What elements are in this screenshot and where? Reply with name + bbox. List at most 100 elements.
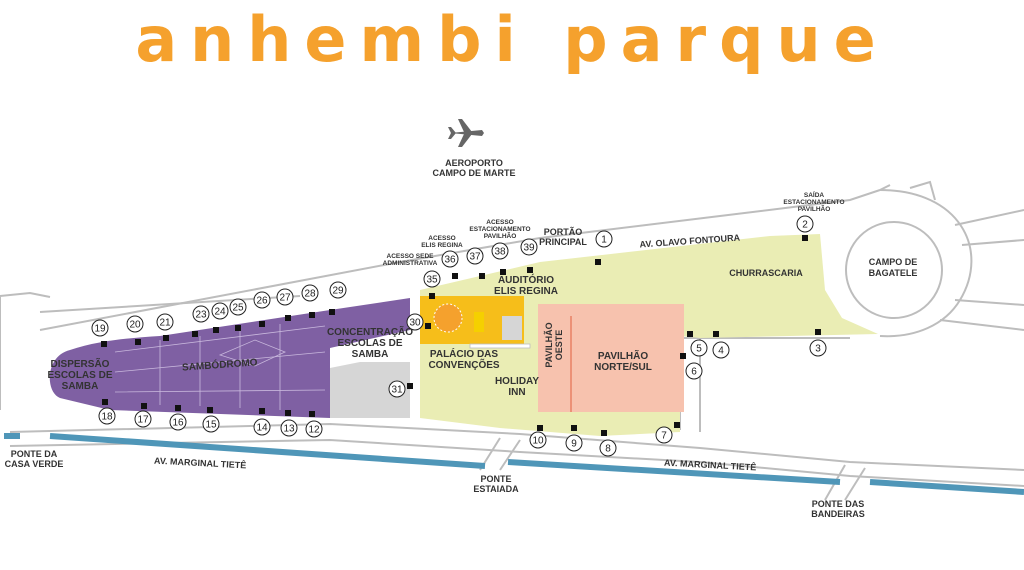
- gate-18-circle: [98, 407, 116, 425]
- river-segment-3: [507, 459, 841, 485]
- gate-10-circle: [529, 431, 547, 449]
- gate-9-circle: [565, 434, 583, 452]
- gate-30: 30: [406, 313, 431, 331]
- gate-21-circle: [156, 313, 174, 331]
- gate-12-circle: [305, 420, 323, 438]
- gate-29-number: 29: [332, 286, 344, 297]
- dispersao-label-line: DISPERSÃO: [51, 357, 110, 370]
- gate-7-square: [674, 422, 680, 428]
- gate-21-number: 21: [159, 318, 171, 329]
- gate-20-square: [135, 339, 141, 345]
- acesso-estacionamento-label-line: ESTACIONAMENTO: [469, 226, 530, 233]
- ponte-casa-verde-label-line: PONTE DA: [11, 449, 58, 459]
- gate-35-circle: [423, 270, 441, 288]
- acesso-estacionamento-label-line: PAVILHÃO: [484, 231, 517, 240]
- airport-label-line: AEROPORTO: [445, 158, 503, 168]
- pavilhao-oeste-label: PAVILHÃOOESTE: [544, 322, 564, 367]
- gate-35-square: [429, 293, 435, 299]
- gate-38: 38: [491, 242, 509, 275]
- gate-4: 4: [712, 331, 730, 359]
- marginal-tiete-label-2: AV. MARGINAL TIETÊ: [664, 457, 757, 473]
- roundabout-se-road-b: [939, 319, 1024, 331]
- airport-label-line: CAMPO DE MARTE: [433, 168, 516, 178]
- ponte-estaiada-label-line: ESTAIADA: [473, 484, 519, 494]
- ponte-estaiada-label-line: PONTE: [480, 474, 511, 484]
- gate-23-number: 23: [195, 310, 207, 321]
- gate-24-number: 24: [214, 307, 226, 318]
- gate-26: 26: [253, 291, 271, 327]
- gate-27: 27: [276, 288, 294, 321]
- gate-28-circle: [301, 284, 319, 302]
- roundabout: [845, 180, 1024, 338]
- gate-5-number: 5: [696, 344, 702, 355]
- pavilhao-norte-label-line: PAVILHÃO: [598, 349, 648, 362]
- roundabout-ne-road: [909, 180, 936, 201]
- gate-19: 19: [91, 319, 109, 347]
- gate-29-circle: [329, 281, 347, 299]
- gate-1-square: [595, 259, 601, 265]
- gate-4-circle: [712, 341, 730, 359]
- gate-23-circle: [192, 305, 210, 323]
- palacio-dome: [433, 303, 463, 333]
- gate-36-circle: [441, 250, 459, 268]
- gate-15-circle: [202, 415, 220, 433]
- pavilhao-oeste-area: [538, 304, 572, 412]
- road-marginal-south: [9, 438, 1024, 487]
- gate-8-circle: [599, 439, 617, 457]
- gate-20-number: 20: [129, 320, 141, 331]
- gate-2-number: 2: [802, 220, 808, 231]
- gate-35-number: 35: [426, 275, 438, 286]
- airplane-icon: [448, 119, 484, 147]
- campo-bagatele-label-line: BAGATELE: [869, 268, 918, 278]
- gate-39-square: [527, 267, 533, 273]
- gate-26-circle: [253, 291, 271, 309]
- gate-6-square: [680, 353, 686, 359]
- gate-16-number: 16: [172, 418, 184, 429]
- saida-estacionamento-label-line: SAÍDA: [804, 190, 825, 199]
- gate-29: 29: [329, 281, 347, 315]
- gate-30-square: [425, 323, 431, 329]
- gate-13-number: 13: [283, 424, 295, 435]
- roundabout-east-road-b: [961, 239, 1024, 246]
- acesso-estacionamento-label-line: ACESSO: [486, 219, 513, 226]
- portao-principal-label-line: PORTÃO: [544, 227, 583, 237]
- river-segment-4: [869, 479, 1024, 495]
- acesso-elis-label-line: ELIS REGINA: [421, 242, 463, 249]
- gate-20-circle: [126, 315, 144, 333]
- holiday-inn-label-line: HOLIDAY: [495, 376, 539, 387]
- gate-10-square: [537, 425, 543, 431]
- river-segment-2: [49, 433, 486, 469]
- gate-38-number: 38: [494, 247, 506, 258]
- campo-bagatele-label-line: CAMPO DE: [869, 257, 918, 267]
- gate-18-square: [102, 399, 108, 405]
- concentracao-label-line: SAMBA: [352, 349, 389, 360]
- gate-13: 13: [280, 410, 298, 437]
- gate-12-square: [309, 411, 315, 417]
- gate-2: 2: [796, 215, 814, 241]
- gate-7-number: 7: [661, 431, 667, 442]
- gate-37-circle: [466, 247, 484, 265]
- gate-30-number: 30: [409, 318, 421, 329]
- road-estaiada-b: [499, 439, 521, 471]
- gate-17-circle: [134, 410, 152, 428]
- gate-8-square: [601, 430, 607, 436]
- gate-25: 25: [229, 298, 247, 331]
- gate-9-number: 9: [571, 439, 577, 450]
- marginal-tiete-label-1: AV. MARGINAL TIETÊ: [154, 455, 247, 471]
- gate-27-circle: [276, 288, 294, 306]
- road-bandeiras-b: [844, 467, 866, 501]
- acesso-elis-label-line: ACESSO: [428, 235, 455, 242]
- pavilhao-oeste-label-line: PAVILHÃO: [544, 322, 554, 367]
- gate-1-circle: [595, 230, 613, 248]
- acesso-sede-label-line: ACESSO SEDE: [387, 253, 435, 260]
- gate-31: 31: [388, 380, 413, 398]
- gate-17: 17: [134, 403, 152, 428]
